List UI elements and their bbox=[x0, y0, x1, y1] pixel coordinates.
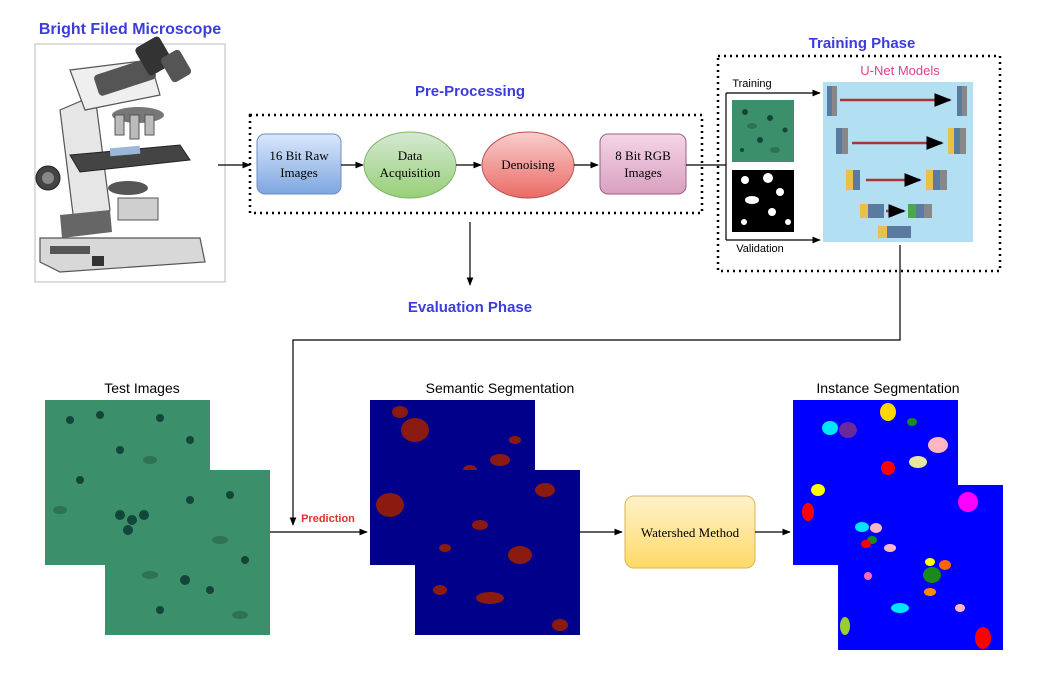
step-denoising: Denoising bbox=[481, 131, 575, 199]
semantic-title: Semantic Segmentation bbox=[426, 380, 575, 396]
step-data-acquisition: Data Acquisition bbox=[363, 131, 457, 199]
unet-diagram bbox=[823, 82, 973, 242]
step-rgb-line2: Images bbox=[624, 165, 662, 180]
semantic-stack bbox=[370, 400, 580, 635]
step-rgb-line1: 8 Bit RGB bbox=[615, 148, 671, 163]
step-acq-line2: Acquisition bbox=[380, 165, 441, 180]
evaluation-title: Evaluation Phase bbox=[408, 299, 532, 316]
validation-mask bbox=[732, 170, 794, 232]
step-rgb-images: 8 Bit RGB Images bbox=[599, 133, 687, 195]
watershed-label: Watershed Method bbox=[641, 525, 740, 540]
instance-title: Instance Segmentation bbox=[816, 380, 959, 396]
training-frame bbox=[716, 54, 1002, 273]
step-raw-line1: 16 Bit Raw bbox=[269, 148, 329, 163]
test-images-title: Test Images bbox=[104, 380, 179, 396]
instance-stack bbox=[793, 400, 1003, 650]
step-raw-images: 16 Bit Raw Images bbox=[256, 133, 342, 195]
training-thumbnail bbox=[732, 100, 794, 162]
training-label: Training bbox=[732, 78, 771, 90]
training-title: Training Phase bbox=[809, 35, 916, 52]
microscope-title: Bright Filed Microscope bbox=[39, 21, 221, 38]
microscope-illustration bbox=[34, 36, 226, 283]
arrow-model-to-prediction bbox=[289, 245, 901, 526]
step-raw-line2: Images bbox=[280, 165, 318, 180]
preprocessing-title: Pre-Processing bbox=[415, 83, 525, 100]
test-images-stack bbox=[45, 400, 270, 635]
unet-models-label: U-Net Models bbox=[860, 63, 940, 78]
watershed-box: Watershed Method bbox=[624, 495, 756, 569]
prediction-label: Prediction bbox=[301, 513, 355, 525]
step-acq-line1: Data bbox=[398, 148, 423, 163]
validation-label: Validation bbox=[736, 243, 784, 255]
step-denoising-label: Denoising bbox=[501, 157, 555, 172]
preprocessing-frame bbox=[248, 113, 704, 215]
